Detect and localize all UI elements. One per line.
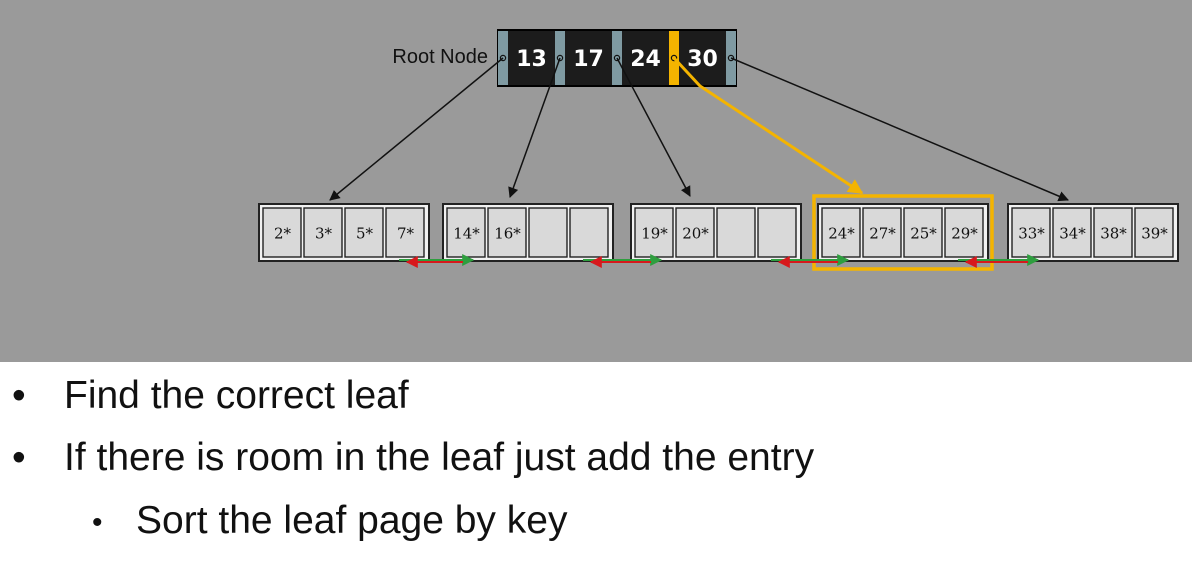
leaf-entry: 25* <box>910 225 937 243</box>
leaf-entry-slot <box>385 207 425 258</box>
leaf-entry-slot <box>862 207 902 258</box>
leaf-entry-slot <box>903 207 943 258</box>
bullet-item: • Find the correct leaf <box>0 374 1192 422</box>
leaf-entry-slot <box>446 207 486 258</box>
bullet-dot: • <box>12 374 26 417</box>
leaf-entry-slot <box>303 207 343 258</box>
bplus-tree-diagram: 13 17 24 30 Root Node 2* 3* 5* 7* 14* 16* 19* 20* 24*… <box>258 29 1179 271</box>
leaf-page: 33* 34* 38* 39* <box>1007 203 1179 262</box>
leaf-entry: 16* <box>494 225 521 243</box>
leaf-entry: 19* <box>641 225 668 243</box>
leaf-entry: 3* <box>315 225 333 243</box>
bullet-dot: • <box>12 436 26 479</box>
leaf-page-highlighted: 24* 27* 25* 29* <box>812 194 994 271</box>
leaf-entry-slot <box>757 207 797 258</box>
diagram-panel: 13 17 24 30 Root Node 2* 3* 5* 7* 14* 16* 19* 20* 24*… <box>0 0 1192 362</box>
leaf-entry-slot <box>528 207 568 258</box>
root-key: 17 <box>573 47 604 72</box>
leaf-entry: 5* <box>356 225 374 243</box>
leaf-entry-slot <box>944 207 984 258</box>
leaf-entry-slot <box>1052 207 1092 258</box>
leaf-entry-slot <box>1011 207 1051 258</box>
leaf-entry-slot <box>821 207 861 258</box>
leaf-entry-slot <box>1134 207 1174 258</box>
sub-bullet-item: • Sort the leaf page by key <box>0 499 1192 547</box>
leaf-page: 19* 20* <box>630 203 802 262</box>
leaf-page: 2* 3* 5* 7* <box>258 203 430 262</box>
root-key: 13 <box>516 47 547 72</box>
bullet-item: • If there is room in the leaf just add … <box>0 436 1192 484</box>
pointer-dot <box>670 54 678 62</box>
root-key: 24 <box>630 47 661 72</box>
leaf-entry-slot <box>487 207 527 258</box>
leaf-entry: 20* <box>682 225 709 243</box>
leaf-entry: 29* <box>951 225 978 243</box>
leaf-entry-slot <box>716 207 756 258</box>
leaf-entry-slot <box>344 207 384 258</box>
leaf-entry-slot <box>569 207 609 258</box>
leaf-entry: 7* <box>397 225 415 243</box>
leaf-entry: 39* <box>1141 225 1168 243</box>
child-pointer <box>616 57 691 197</box>
leaf-entry: 2* <box>274 225 292 243</box>
bullet-text: Find the correct leaf <box>64 374 409 417</box>
leaf-entry: 33* <box>1018 225 1045 243</box>
root-node-label: Root Node <box>392 46 488 68</box>
leaf-entry: 34* <box>1059 225 1086 243</box>
highlight-frame <box>812 194 994 271</box>
leaf-entry-slot <box>262 207 302 258</box>
child-pointer <box>508 57 561 198</box>
bullet-text: If there is room in the leaf just add th… <box>64 436 815 479</box>
leaf-entry: 27* <box>869 225 896 243</box>
pointer-dot <box>613 54 621 62</box>
leaf-entry-slot <box>675 207 715 258</box>
leaf-entry: 14* <box>453 225 480 243</box>
pointer-dot <box>499 54 507 62</box>
pointer-dot <box>556 54 564 62</box>
leaf-entry: 24* <box>828 225 855 243</box>
child-pointer-highlighted <box>672 56 864 195</box>
child-pointer <box>329 57 504 201</box>
child-pointer <box>730 57 1069 202</box>
pointer-dot <box>727 54 735 62</box>
leaf-page: 14* 16* <box>442 203 614 262</box>
bullet-text: Sort the leaf page by key <box>136 499 568 542</box>
root-key: 30 <box>687 47 718 72</box>
leaf-entry-slot <box>1093 207 1133 258</box>
leaf-entry-slot <box>634 207 674 258</box>
bullet-list: • Find the correct leaf • If there is ro… <box>0 362 1192 562</box>
leaf-entry: 38* <box>1100 225 1127 243</box>
bullet-dot: • <box>92 506 103 539</box>
